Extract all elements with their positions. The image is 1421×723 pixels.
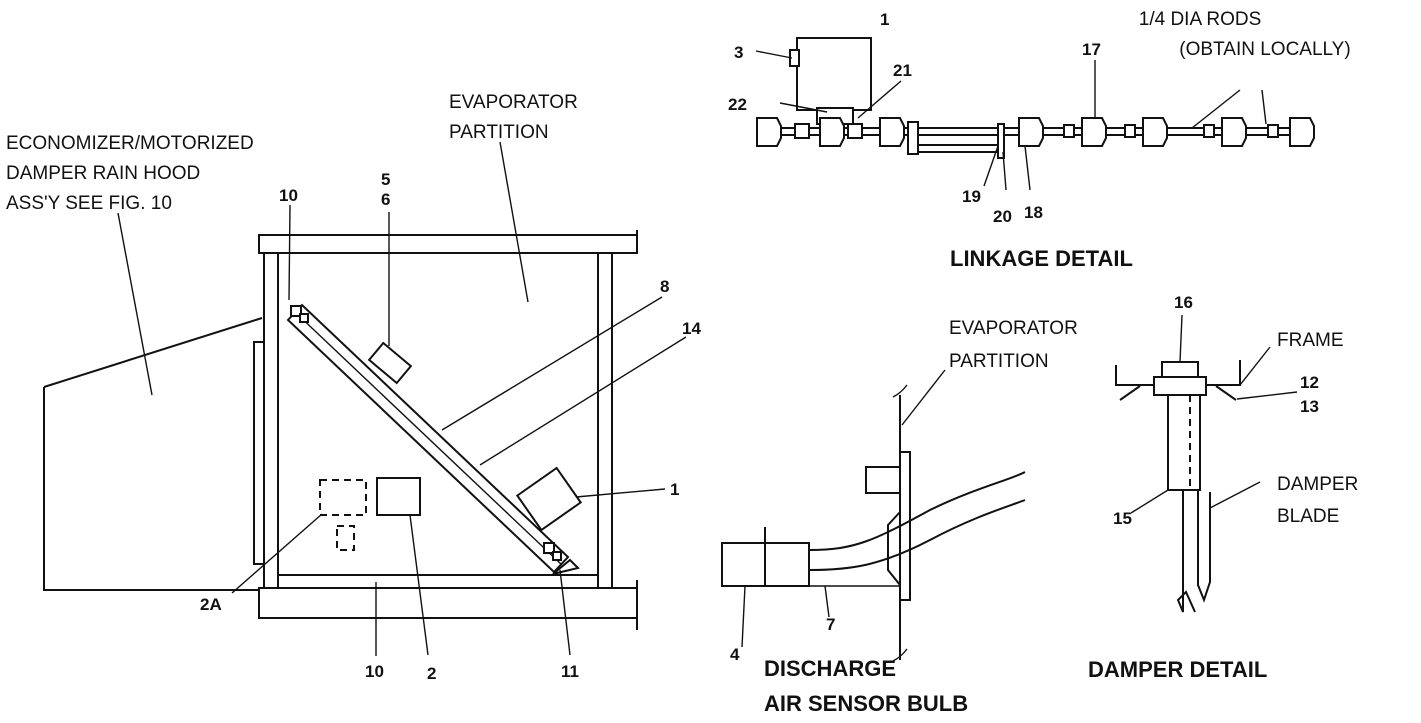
rain-hood-label-line2: DAMPER RAIN HOOD xyxy=(6,163,200,184)
sensor-evap-partition-line1: EVAPORATOR xyxy=(949,318,1078,339)
rods-label-line2: (OBTAIN LOCALLY) xyxy=(1179,39,1350,60)
callout-1-main: 1 xyxy=(670,480,679,499)
callout-2A: 2A xyxy=(200,595,222,614)
callout-3: 3 xyxy=(734,43,743,62)
diagonal-damper-assembly xyxy=(286,303,580,575)
top-frame-rail xyxy=(258,234,638,254)
rods-label-line1: 1/4 DIA RODS xyxy=(1139,9,1262,30)
callout-10-top: 10 xyxy=(279,186,298,205)
callout-7: 7 xyxy=(826,615,835,634)
damper-bushing-16 xyxy=(1153,376,1207,396)
callout-22: 22 xyxy=(728,95,747,114)
linkage-motor-1 xyxy=(796,37,872,111)
discharge-sensor-title-line1: DISCHARGE xyxy=(764,656,896,681)
callout-13: 13 xyxy=(1300,397,1319,416)
callout-6: 6 xyxy=(381,190,390,209)
damper-blade-label-line1: DAMPER xyxy=(1277,474,1358,495)
damper-motor-1 xyxy=(515,466,583,532)
bottom-frame-rail xyxy=(258,587,638,619)
discharge-sensor-title-line2: AIR SENSOR BULB xyxy=(764,691,968,716)
right-post xyxy=(597,252,613,589)
callout-19: 19 xyxy=(962,187,981,206)
damper-bracket-5-6 xyxy=(367,341,413,385)
callout-10-bottom: 10 xyxy=(365,662,384,681)
callout-8: 8 xyxy=(660,277,669,296)
sensor-evap-partition-line2: PARTITION xyxy=(949,351,1049,372)
callout-5: 5 xyxy=(381,170,390,189)
linkage-detail-drawing xyxy=(755,37,1315,191)
callout-4: 4 xyxy=(730,645,740,664)
damper-detail-drawing xyxy=(1115,314,1298,613)
callout-16: 16 xyxy=(1174,293,1193,312)
frame-label: FRAME xyxy=(1277,330,1344,351)
damper-detail-title: DAMPER DETAIL xyxy=(1088,657,1267,682)
discharge-sensor-drawing xyxy=(721,369,1026,662)
rain-hood-label-line3: ASS'Y SEE FIG. 10 xyxy=(6,193,172,214)
linkage-brackets xyxy=(756,117,1315,159)
callout-17: 17 xyxy=(1082,40,1101,59)
callout-11: 11 xyxy=(561,662,579,681)
evaporator-partition-label-line2: PARTITION xyxy=(449,122,549,143)
callout-2: 2 xyxy=(427,664,436,683)
damper-blade-label-line2: BLADE xyxy=(1277,506,1339,527)
part-2 xyxy=(376,477,421,516)
part-small-dashed xyxy=(336,525,355,551)
callout-15: 15 xyxy=(1113,509,1132,528)
rain-hood xyxy=(43,317,267,591)
callout-1-linkage: 1 xyxy=(880,10,889,29)
evaporator-partition-label-line1: EVAPORATOR xyxy=(449,92,578,113)
part-2A-dashed xyxy=(319,479,367,516)
left-post xyxy=(263,252,279,589)
callout-14: 14 xyxy=(682,319,701,338)
main-unit-view xyxy=(43,141,687,656)
callout-21: 21 xyxy=(893,61,912,80)
linkage-detail-title: LINKAGE DETAIL xyxy=(950,246,1133,271)
rain-hood-label-line1: ECONOMIZER/MOTORIZED xyxy=(6,133,254,154)
callout-12: 12 xyxy=(1300,373,1319,392)
callout-20: 20 xyxy=(993,207,1012,226)
callout-18: 18 xyxy=(1024,203,1043,222)
